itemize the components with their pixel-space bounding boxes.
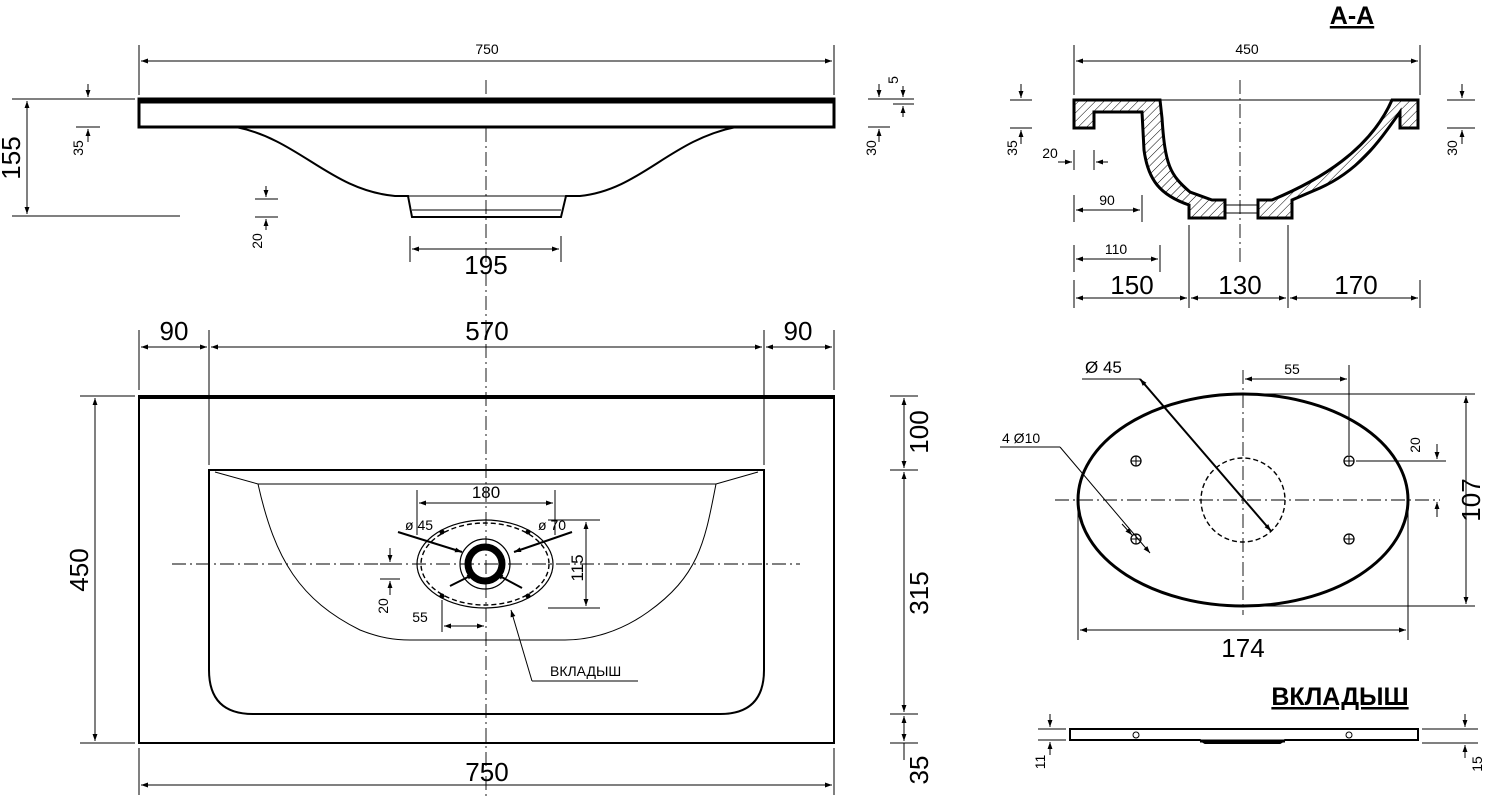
section-dim-110-label: 110	[1105, 241, 1128, 257]
section-view: А-А 450 35 20 90 110	[1004, 2, 1475, 308]
top-insert-span-label: 180	[472, 483, 500, 502]
insert-view: Ø 45 4 Ø10 55 20 107 174	[1000, 358, 1486, 663]
insert-width-label: 174	[1221, 633, 1264, 663]
section-dim-90-label: 90	[1099, 192, 1115, 208]
insert-thickness-left-label: 11	[1032, 755, 1048, 770]
section-edge-thickness-label: 30	[1444, 140, 1460, 156]
insert-thickness-right-label: 15	[1469, 756, 1485, 772]
side-drain-width-label: 195	[464, 250, 507, 280]
top-front-margin-label: 100	[904, 410, 934, 453]
top-bowl-width-label: 570	[465, 316, 508, 346]
side-top-thickness-label: 35	[70, 140, 86, 156]
section-top-thickness-label: 35	[1004, 140, 1020, 156]
insert-height-label: 107	[1456, 478, 1486, 521]
side-drain-depth-label: 20	[249, 233, 265, 249]
insert-title: ВКЛАДЫШ	[1271, 683, 1408, 711]
section-seg2-label: 130	[1218, 270, 1261, 300]
top-slab	[138, 395, 835, 744]
top-insert-callout: ВКЛАДЫШ	[550, 663, 621, 679]
side-bowl-profile	[235, 126, 737, 218]
top-depth-label: 450	[64, 548, 94, 591]
top-bowl-outline	[208, 469, 765, 715]
top-width-label: 750	[465, 757, 508, 787]
section-title: А-А	[1330, 2, 1374, 30]
section-seg3-label: 170	[1334, 270, 1377, 300]
insert-hole-dia-label: Ø 45	[1085, 358, 1122, 377]
top-offset-h-label: 55	[412, 609, 428, 625]
top-drain-ring	[464, 543, 506, 585]
section-width-label: 450	[1235, 41, 1259, 57]
insert-hole-v-label: 20	[1407, 437, 1423, 453]
top-view: ø 45 ø 70 180 115 20 55 ВКЛАДЫШ	[64, 316, 934, 795]
side-height-label: 155	[0, 136, 26, 179]
insert-hole-offset-label: 55	[1284, 361, 1300, 377]
insert-profile	[1069, 728, 1419, 744]
section-seg1-label: 150	[1110, 270, 1153, 300]
section-left-wall	[1072, 98, 1227, 220]
top-bowl-depth-label: 315	[904, 571, 934, 614]
top-insert-oval	[416, 519, 554, 609]
top-hole-dia-label: ø 45	[405, 517, 433, 533]
top-back-margin-label: 35	[904, 756, 934, 785]
top-drain-outer	[459, 538, 511, 590]
side-lip-label: 5	[885, 76, 901, 84]
top-outer-dia-label: ø 70	[538, 517, 566, 533]
top-insert-height-label: 115	[568, 554, 587, 581]
top-right-margin-label: 90	[784, 316, 813, 346]
insert-holes-label: 4 Ø10	[1002, 430, 1040, 446]
side-slab	[137, 97, 836, 129]
insert-side-view: ВКЛАДЫШ 11 15	[1032, 683, 1485, 772]
side-edge-thickness-label: 30	[863, 140, 879, 156]
side-view: 750 155 35 20 195 30 5	[0, 41, 914, 800]
section-lip-label: 20	[1042, 145, 1058, 161]
top-bowl-inner	[257, 483, 717, 641]
side-width-label: 750	[475, 41, 499, 57]
top-left-margin-label: 90	[160, 316, 189, 346]
top-offset-v-label: 20	[375, 598, 391, 614]
section-right-wall	[1256, 98, 1420, 220]
